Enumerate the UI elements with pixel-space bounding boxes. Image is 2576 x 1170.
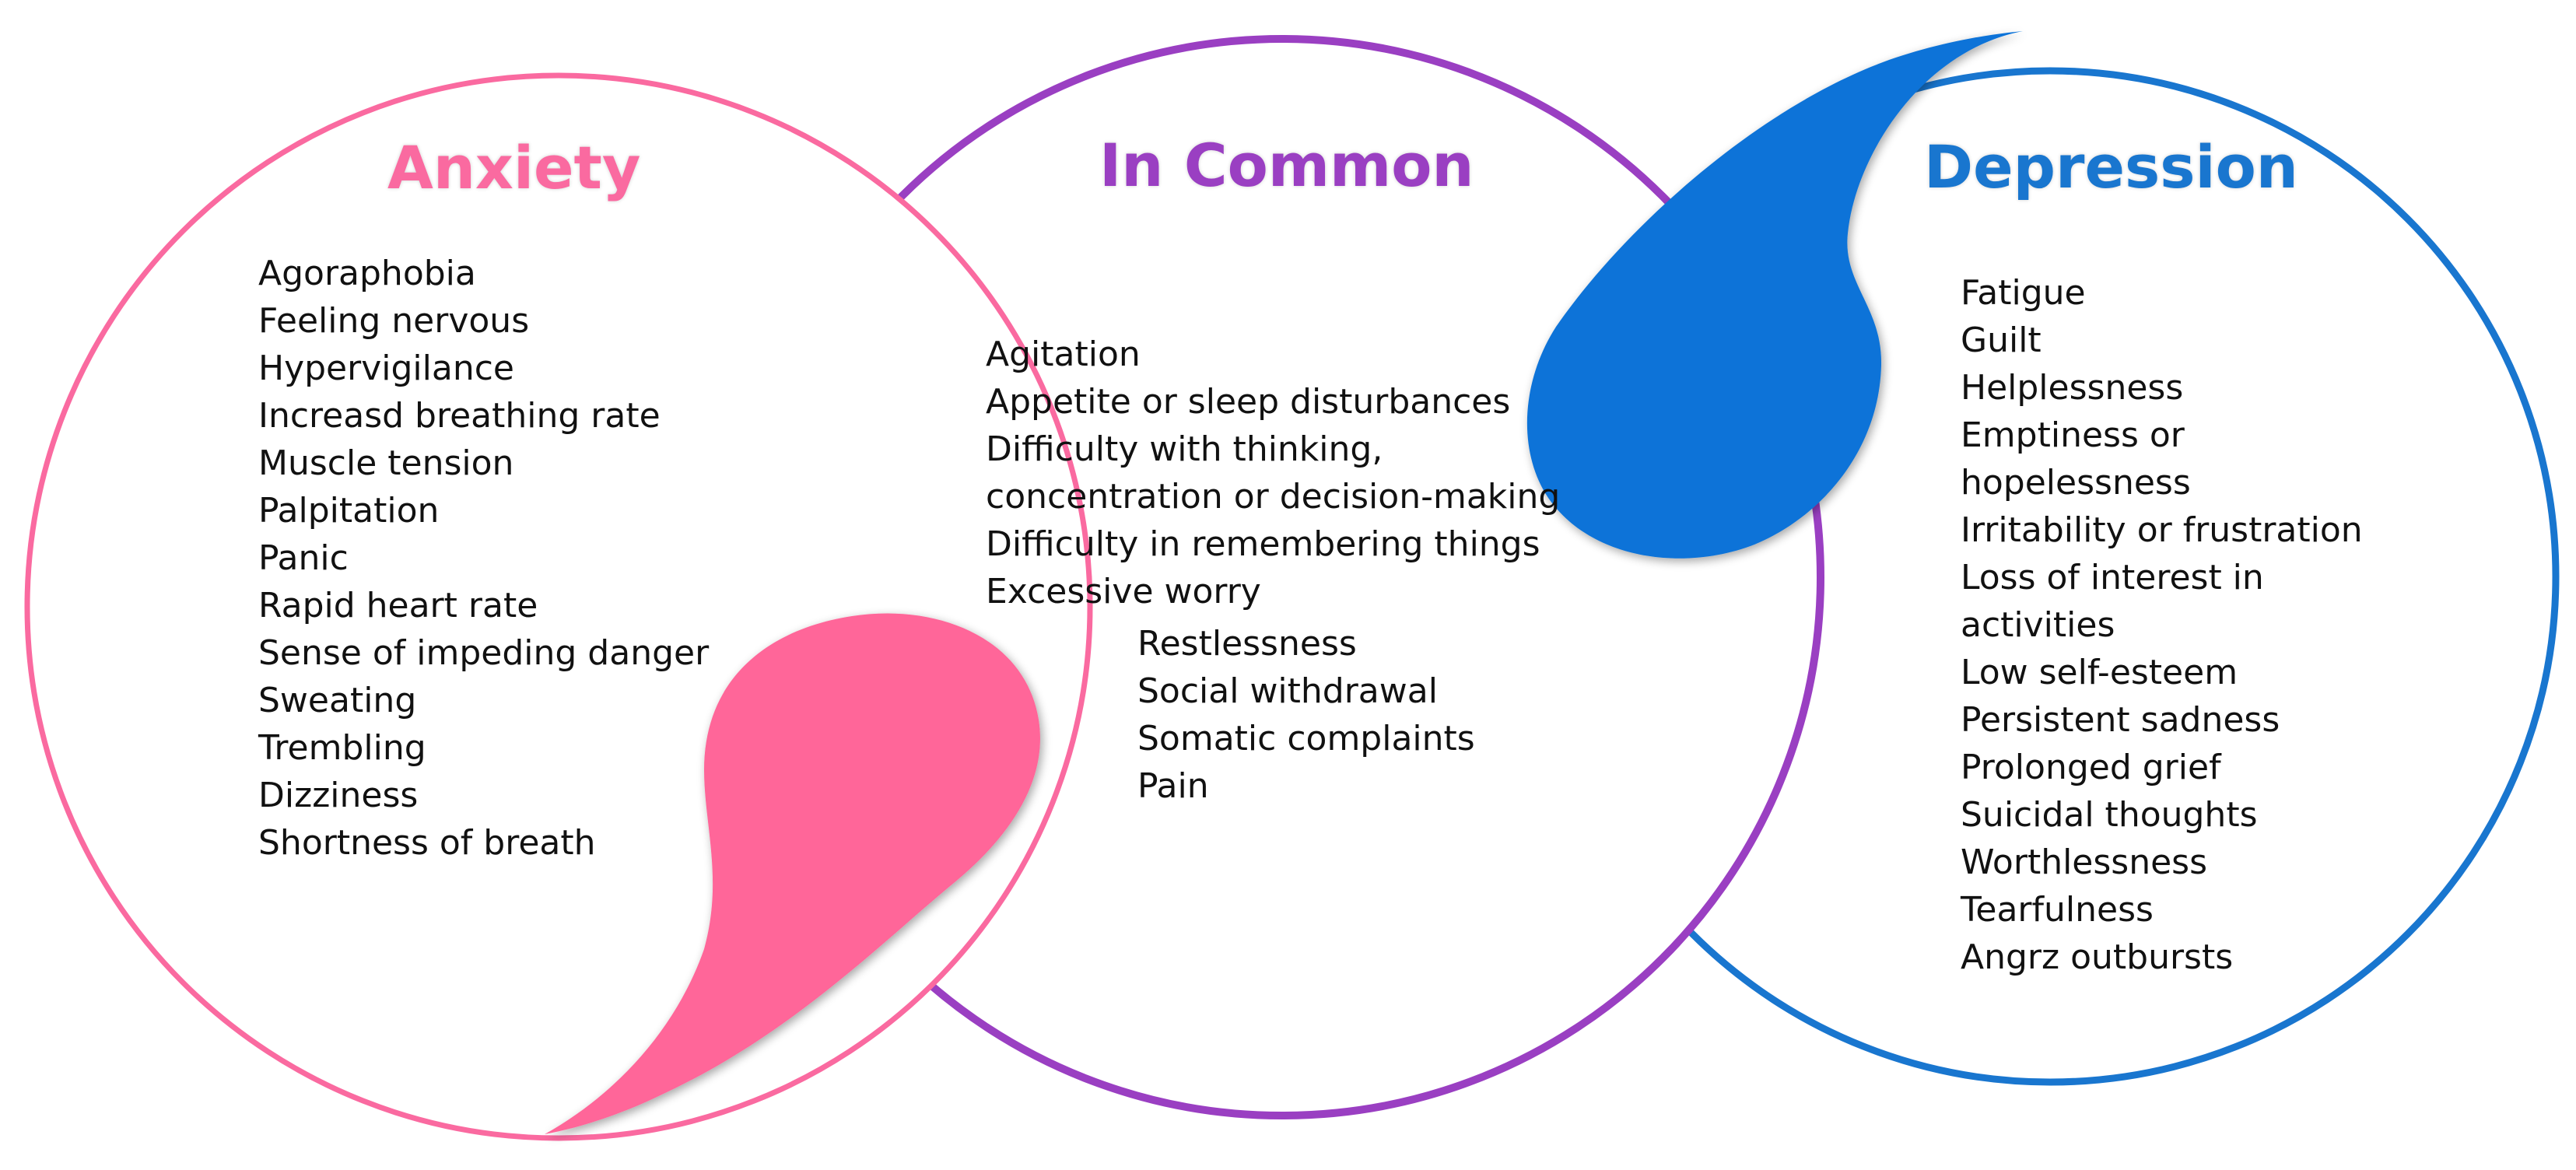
anxiety-symptom: Agoraphobia <box>258 254 476 293</box>
anxiety-symptom: Increasd breathing rate <box>258 396 661 436</box>
in-common-symptom: Difficulty in remembering things <box>986 524 1540 564</box>
in-common-symptom: Social withdrawal <box>1137 671 1438 711</box>
depression-symptom: Tearfulness <box>1961 890 2154 930</box>
depression-drop-shape <box>1526 31 2023 559</box>
depression-symptom: Suicidal thoughts <box>1961 795 2258 835</box>
in-common-symptom: Pain <box>1137 766 1209 806</box>
anxiety-symptom: Trembling <box>258 728 426 768</box>
anxiety-symptom: Rapid heart rate <box>258 586 538 625</box>
depression-symptom: Emptiness or <box>1961 415 2185 455</box>
in-common-symptom: concentration or decision-making <box>986 477 1561 517</box>
depression-symptom: Persistent sadness <box>1961 700 2280 740</box>
anxiety-symptom: Feeling nervous <box>258 301 530 341</box>
depression-symptom: Helplessness <box>1961 368 2184 408</box>
anxiety-drop-shape <box>545 613 1040 1134</box>
anxiety-heading: Anxiety <box>387 133 641 202</box>
depression-heading: Depression <box>1924 132 2298 201</box>
depression-symptom: hopelessness <box>1961 463 2191 503</box>
anxiety-symptom: Sweating <box>258 681 417 720</box>
anxiety-symptom: Sense of impeding danger <box>258 633 710 673</box>
in-common-symptom: Excessive worry <box>986 572 1261 611</box>
in-common-symptom: Appetite or sleep disturbances <box>986 382 1511 422</box>
anxiety-symptom: Panic <box>258 538 349 578</box>
depression-symptom: Prolonged grief <box>1961 748 2221 787</box>
anxiety-symptom: Shortness of breath <box>258 823 596 863</box>
in-common-heading: In Common <box>1099 131 1474 200</box>
in-common-symptom: Difficulty with thinking, <box>986 429 1383 469</box>
depression-symptom: Angrz outbursts <box>1961 937 2234 977</box>
anxiety-symptom: Palpitation <box>258 491 440 531</box>
anxiety-symptom: Hypervigilance <box>258 349 514 388</box>
depression-symptom: Fatigue <box>1961 273 2086 313</box>
depression-symptom: Worthlessness <box>1961 842 2208 882</box>
anxiety-symptom: Dizziness <box>258 776 419 815</box>
depression-symptom: Guilt <box>1961 321 2042 360</box>
anxiety-symptom: Muscle tension <box>258 443 514 483</box>
depression-symptom: activities <box>1961 605 2115 645</box>
depression-symptom: Loss of interest in <box>1961 558 2264 597</box>
in-common-symptom: Restlessness <box>1137 624 1357 664</box>
in-common-symptom: Somatic complaints <box>1137 719 1475 758</box>
in-common-symptom: Agitation <box>986 335 1141 374</box>
depression-symptom: Low self-esteem <box>1961 653 2238 692</box>
depression-symptom: Irritability or frustration <box>1961 510 2363 550</box>
